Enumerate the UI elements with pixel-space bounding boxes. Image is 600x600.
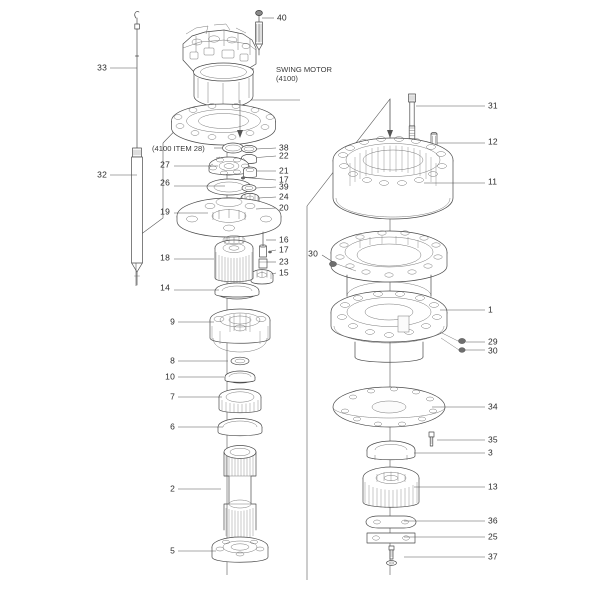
- part-5-bottom-flange: [211, 536, 269, 563]
- callout-37: 37: [488, 551, 498, 562]
- sun-gear-spline-teeth: [215, 252, 253, 284]
- part-33-rod: [134, 11, 140, 149]
- part-30-plug: [440, 337, 466, 353]
- cover-plate-holes: [341, 386, 437, 427]
- callout-30: 30: [488, 345, 498, 356]
- shaft-lower-spline: [225, 508, 254, 539]
- pinion-teeth: [364, 471, 418, 508]
- callout-21: 21: [279, 165, 289, 176]
- part-30-plug-left: [329, 261, 357, 272]
- callout-39: 39: [279, 181, 289, 192]
- item-reference-label: (4100 ITEM 28): [152, 144, 205, 153]
- callout-6: 6: [170, 421, 175, 432]
- callout-17: 17: [279, 244, 289, 255]
- callout-18: 18: [160, 252, 170, 263]
- part-35-bolt: [428, 431, 435, 447]
- part-37-bolt: [386, 545, 397, 566]
- callout-19: 19: [160, 206, 170, 217]
- callout-38: 38: [279, 142, 289, 153]
- part-6-seal-ring: [217, 418, 263, 437]
- part-38-seal: [241, 145, 257, 153]
- callout-26: 26: [160, 177, 170, 188]
- callout-35: 35: [488, 434, 498, 445]
- leader-lines: [110, 17, 485, 558]
- callout-22: 22: [279, 150, 289, 161]
- callout-34: 34: [488, 401, 498, 412]
- part-7-bearing: [218, 388, 262, 414]
- callout-14: 14: [160, 282, 170, 293]
- callout-40: 40: [277, 12, 287, 23]
- callout-33: 33: [97, 62, 107, 73]
- part-18-sun-gear: [214, 235, 254, 284]
- callout-17: 17: [279, 174, 289, 185]
- part-32-rod: [131, 147, 143, 286]
- part-39-washer: [241, 184, 257, 192]
- callout-10: 10: [165, 371, 175, 382]
- part-16-shaft: [259, 231, 267, 258]
- part-21-bushing: [243, 166, 257, 178]
- callout-13: 13: [488, 481, 498, 492]
- callout-5: 5: [170, 545, 175, 556]
- part-swing-motor: [171, 23, 276, 146]
- part-25-link-bar: [366, 532, 416, 544]
- motor-flange-bolt-holes: [173, 103, 275, 140]
- callout-7: 7: [170, 391, 175, 402]
- callout-24: 24: [279, 191, 289, 202]
- part-2-main-shaft: [223, 445, 257, 539]
- part-8-cap: [230, 356, 250, 366]
- housing-upper-holes: [335, 230, 443, 278]
- part-10-snap-ring: [224, 370, 256, 384]
- callout-23: 23: [279, 256, 289, 267]
- callout-29: 29: [488, 336, 498, 347]
- part-26-plate: [206, 178, 252, 196]
- callout-15: 15: [279, 267, 289, 278]
- callout-1: 1: [488, 304, 493, 315]
- callout-36: 36: [488, 515, 498, 526]
- callout-27: 27: [160, 159, 170, 170]
- part-34-cover-plate: [332, 386, 446, 428]
- part-11-ring-gear-housing: [332, 136, 454, 220]
- callout-25: 25: [488, 531, 498, 542]
- part-13-pinion-gear: [362, 466, 420, 508]
- callout-9: 9: [170, 316, 175, 327]
- callout-20: 20: [279, 202, 289, 213]
- callout-12: 12: [488, 136, 498, 147]
- swing-motor-label-line1: SWING MOTOR: [276, 65, 332, 74]
- part-28-oring: [222, 142, 244, 154]
- swing-motor-label-line2: (4100): [276, 74, 298, 83]
- part-1-main-housing: [330, 230, 448, 363]
- part-15-gear: [250, 269, 274, 285]
- part-23-spacer: [258, 258, 268, 269]
- housing-bolt-holes: [338, 136, 447, 186]
- callout-30: 30: [308, 248, 318, 259]
- part-29-plug: [439, 331, 466, 344]
- part-3-ring: [366, 440, 416, 461]
- part-40-bolt: [255, 10, 263, 56]
- swing-motor-annotation: SWING MOTOR (4100): [276, 65, 332, 83]
- housing-lower-holes: [337, 291, 442, 338]
- part-27-carrier: [208, 156, 250, 176]
- part-9-ring-gear: [209, 308, 271, 353]
- part-17b-pin: [268, 250, 272, 254]
- callout-8: 8: [170, 355, 175, 366]
- part-17-pin: [240, 176, 245, 180]
- callout-3: 3: [488, 447, 493, 458]
- shaft-upper-spline: [225, 455, 254, 476]
- part-19-carrier-plate: [176, 197, 282, 238]
- carrier-plate-holes: [186, 203, 272, 232]
- part-36-oval-plate: [365, 515, 417, 529]
- callout-16: 16: [279, 234, 289, 245]
- part-14-thrust-washer: [214, 282, 260, 300]
- callout-11: 11: [488, 176, 498, 187]
- internal-ring-gear-teeth: [349, 145, 437, 186]
- callout-32: 32: [97, 169, 107, 180]
- callout-2: 2: [170, 483, 175, 494]
- callout-31: 31: [488, 100, 498, 111]
